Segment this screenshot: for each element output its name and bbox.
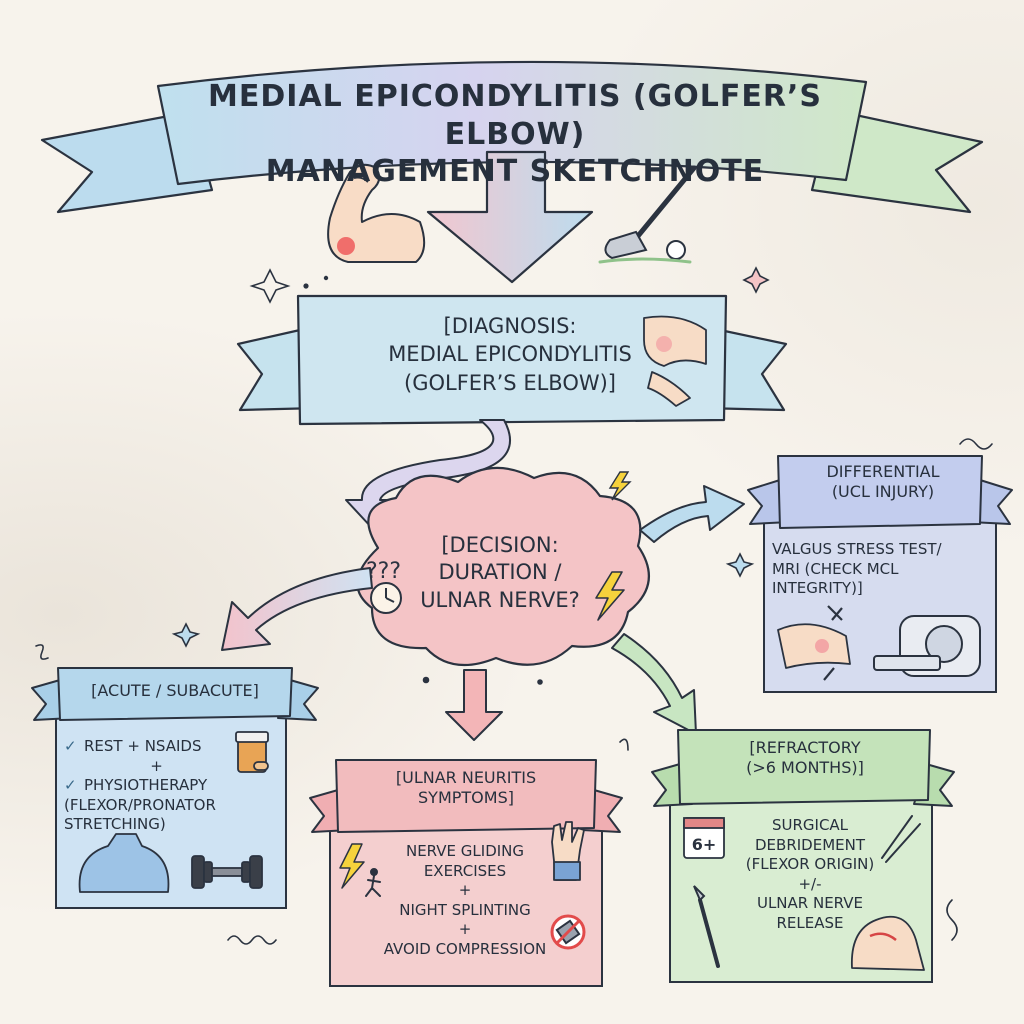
decision-text: [DECISION: DURATION / ULNAR NERVE? [385, 532, 615, 614]
scalpel-icon [693, 885, 720, 968]
acute-banner [31, 667, 319, 721]
decorative-doodles [35, 266, 993, 945]
ice-pack-icon [78, 833, 170, 893]
elbow-palpation-icon [643, 315, 707, 407]
differential-label-1: DIFFERENTIAL [826, 462, 940, 481]
elbow-surgery-icon [851, 915, 925, 971]
ulnar-body-1: NERVE GLIDING [405, 842, 525, 860]
differential-body: VALGUS STRESS TEST/ MRI (CHECK MCL INTEG… [772, 540, 992, 599]
ulnar-banner [309, 759, 623, 833]
differential-label-2: (UCL INJURY) [831, 481, 935, 501]
check-icon: ✓ [64, 737, 77, 755]
clock-icon [370, 582, 402, 614]
acute-item-physio: ✓ PHYSIOTHERAPY [64, 776, 279, 796]
valgus-test-hands-icon [777, 605, 851, 681]
mri-scanner-icon [873, 615, 981, 677]
diagnosis-banner-body [296, 294, 728, 426]
title-line-1: MEDIAL EPICONDYLITIS (GOLFER’S ELBOW) [208, 79, 822, 152]
arrow-to-differential [639, 485, 745, 543]
decision-line-3: ULNAR NERVE? [420, 587, 580, 612]
dumbbell-icon [191, 855, 263, 889]
page-title: MEDIAL EPICONDYLITIS (GOLFER’S ELBOW) MA… [170, 78, 860, 191]
ulnar-label: [ULNAR NEURITIS SYMPTOMS] [346, 768, 586, 807]
diagnosis-line-1: [DIAGNOSIS: [443, 314, 577, 338]
decision-line-1: [DECISION: [441, 533, 559, 557]
differential-body-1: VALGUS STRESS TEST/ [772, 540, 942, 558]
acute-plus: + [150, 756, 163, 775]
refractory-body: SURGICAL DEBRIDEMENT (FLEXOR ORIGIN) +/-… [730, 816, 890, 933]
title-line-2: MANAGEMENT SKETCHNOTE [265, 154, 765, 189]
ulnar-body-3: NIGHT SPLINTING [399, 900, 531, 919]
ulnar-label-1: [ULNAR NEURITIS [395, 768, 537, 787]
acute-item-physio-detail-2-text: STRETCHING) [64, 815, 166, 833]
golf-club-icon [598, 165, 697, 264]
wrist-splint-icon [551, 821, 585, 881]
diagnosis-banner [236, 294, 788, 426]
decision-line-2: DURATION / [438, 560, 562, 585]
ulnar-body-2: EXERCISES [423, 861, 507, 880]
calendar-icon [683, 817, 725, 859]
refractory-body-4: ULNAR NERVE [756, 894, 864, 912]
diagnosis-line-3: (GOLFER’S ELBOW)] [404, 370, 616, 395]
refractory-body-2: DEBRIDEMENT [755, 835, 865, 854]
acute-item-physio-detail-1-text: (FLEXOR/PRONATOR [64, 795, 216, 814]
runner-icon [365, 868, 381, 897]
main-down-arrow [426, 150, 594, 284]
acute-item-physio-detail-1: (FLEXOR/PRONATOR [64, 796, 279, 816]
acute-item-rest-text: REST + NSAIDs [84, 737, 202, 755]
ulnar-plus-1: + [458, 881, 472, 899]
acute-item-rest: ✓ REST + NSAIDs [64, 737, 279, 757]
refractory-body-1: SURGICAL [771, 816, 849, 834]
lightning-icon-top [608, 471, 632, 501]
diagnosis-text: [DIAGNOSIS: MEDIAL EPICONDYLITIS (GOLFER… [360, 312, 660, 397]
decision-cloud [356, 466, 650, 667]
ulnar-plus-2: + [458, 920, 472, 938]
differential-banner [747, 455, 1013, 529]
ulnar-body: NERVE GLIDING EXERCISES + NIGHT SPLINTIN… [360, 842, 570, 959]
refractory-body-5: RELEASE [776, 913, 844, 932]
title-banner [40, 60, 984, 214]
flexed-arm-icon [327, 163, 426, 263]
arrow-to-refractory [611, 633, 697, 735]
refractory-banner [651, 729, 955, 807]
refractory-label-2: (>6 MONTHS)] [746, 757, 864, 777]
acute-item-physio-detail-2: STRETCHING) [64, 815, 279, 835]
refractory-body-3: (FLEXOR ORIGIN) [745, 855, 875, 873]
diagnosis-line-2: MEDIAL EPICONDYLITIS [388, 342, 632, 367]
acute-label: [ACUTE / SUBACUTE] [91, 681, 259, 700]
ulnar-label-2: SYMPTOMS] [418, 787, 514, 807]
check-icon: ✓ [64, 776, 77, 794]
lightning-icon-ulnar [339, 843, 365, 889]
calendar-label: 6+ [692, 835, 717, 854]
no-compression-icon [550, 914, 586, 950]
ulnar-body-4: AVOID COMPRESSION [383, 939, 547, 958]
refractory-label: [REFRACTORY (>6 MONTHS)] [690, 738, 920, 777]
differential-body-2: MRI (CHECK MCL [772, 559, 899, 578]
lightning-icon-decision [595, 571, 625, 621]
forceps-icon [881, 815, 921, 863]
refractory-plus: +/- [798, 874, 822, 893]
acute-list: ✓ REST + NSAIDs + ✓ PHYSIOTHERAPY (FLEXO… [64, 737, 279, 835]
differential-body-3: INTEGRITY)] [772, 579, 863, 597]
acute-item-physio-text: PHYSIOTHERAPY [84, 776, 208, 794]
pill-bottle-icon [235, 731, 269, 773]
arrow-to-ulnar [445, 669, 503, 741]
refractory-label-1: [REFRACTORY [749, 738, 861, 757]
title-banner-body [156, 60, 868, 186]
arrow-to-acute [221, 567, 373, 651]
differential-label: DIFFERENTIAL (UCL INJURY) [788, 462, 978, 501]
